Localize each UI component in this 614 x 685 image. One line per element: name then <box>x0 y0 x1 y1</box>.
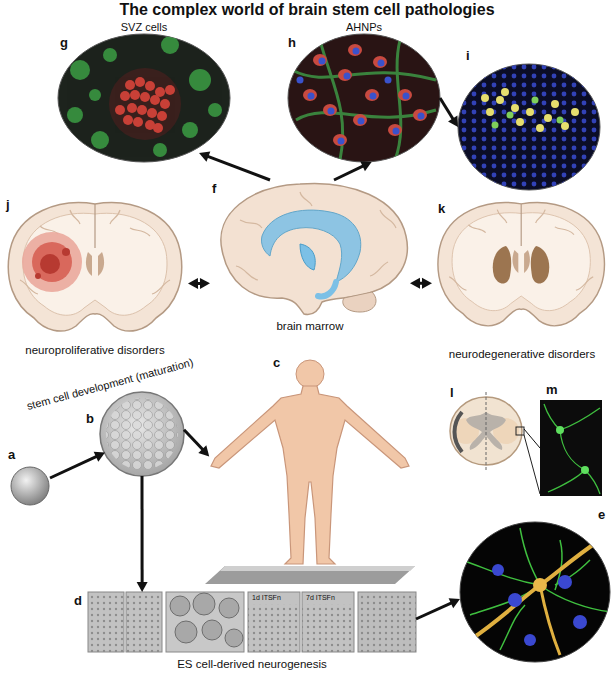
panel-caption: ES cell-derived neurogenesis <box>177 658 327 671</box>
panel-letter: g <box>60 36 68 50</box>
micrograph-circle: e <box>460 522 610 662</box>
timepoint-label: 1d ITSFn <box>251 594 282 602</box>
panel-letter: c <box>273 356 280 370</box>
panel-letter: h <box>288 36 296 50</box>
arrow-connector <box>184 430 209 457</box>
brain-degeneration-slice <box>438 203 605 326</box>
panel-letter: m <box>546 383 558 397</box>
arrow-connector <box>137 476 148 592</box>
panel-letter: f <box>212 182 216 196</box>
micrograph-inset: m <box>540 400 602 496</box>
neuron-micrograph <box>460 522 612 662</box>
svz-micrograph <box>58 34 230 162</box>
micrograph-circle: SVZ cellsg <box>58 34 230 162</box>
arrow-connector <box>334 161 372 180</box>
panel-letter: j <box>6 198 10 212</box>
panel-letter: i <box>466 49 470 63</box>
brain-ventricles-3d <box>221 183 407 314</box>
arrow-connector <box>410 278 432 289</box>
arrow-connector <box>199 151 270 180</box>
timepoint-label: 7d ITSFn <box>305 594 336 602</box>
brain-illustration: fbrain marrow <box>210 180 410 316</box>
human-body <box>205 360 415 584</box>
panel-heading: AHNPs <box>346 21 382 33</box>
brain-slice: kneurodegenerative disorders <box>432 200 612 346</box>
panel-letter: d <box>74 594 82 608</box>
neuron-inset <box>540 400 602 496</box>
panel-heading: SVZ cells <box>121 21 167 33</box>
arrow-connector <box>440 98 458 127</box>
oocyte <box>11 467 49 505</box>
leader-line <box>524 429 540 448</box>
ahnp-micrograph <box>288 34 440 162</box>
human-figure: c <box>205 352 415 584</box>
arrow-connector <box>50 452 105 478</box>
figure-title: The complex world of brain stem cell pat… <box>0 1 614 19</box>
brain-slice: jneuroproliferative disorders <box>2 196 188 342</box>
panel-caption: neurodegenerative disorders <box>449 348 595 361</box>
micrograph-circle: AHNPsh <box>288 34 440 162</box>
panel-letter: b <box>86 412 94 426</box>
es-cell-micrographs <box>88 592 416 652</box>
spinal-cord-section <box>450 392 540 494</box>
panel-letter: l <box>450 386 454 400</box>
blastocyst: b <box>100 392 184 476</box>
brain-tumor-slice <box>8 203 181 331</box>
cortex-micrograph <box>458 64 600 190</box>
micrograph-circle: i <box>458 64 600 190</box>
panel-caption: brain marrow <box>276 320 343 333</box>
oocyte-cell: a <box>10 466 50 506</box>
spinal-cord-section: l <box>448 388 524 470</box>
panel-caption: neuroproliferative disorders <box>25 344 164 357</box>
panel-letter: k <box>438 202 445 216</box>
arrow-connector <box>416 598 460 619</box>
blastocyst <box>100 392 184 476</box>
panel-letter: e <box>598 508 605 522</box>
panel-letter: a <box>8 448 15 462</box>
arrow-connector <box>188 278 210 289</box>
